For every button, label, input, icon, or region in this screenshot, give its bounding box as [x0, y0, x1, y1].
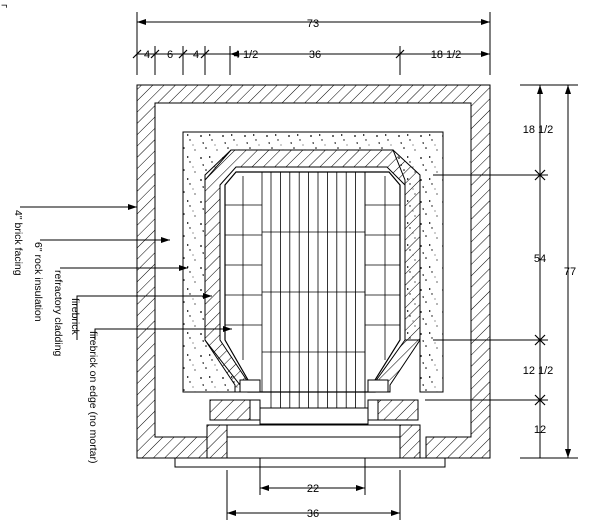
label-brick-facing: 4" brick facing: [12, 210, 24, 276]
insulation-width-dim: 6: [167, 49, 173, 61]
base-slab: [174, 457, 446, 468]
upper-height-dim: 18 1/2: [523, 124, 554, 136]
overall-width-dim: 73: [307, 18, 319, 30]
overall-height-dim: 77: [564, 266, 576, 278]
floor-outer-dim: 36: [307, 508, 319, 520]
facing-width-dim: 4: [144, 49, 150, 61]
dimension-lines-right: 18 1/2 54 12 1/2 12 77: [425, 84, 578, 459]
corner-mark: ¬: [1, 0, 7, 12]
lower-height-dim: 12 1/2: [523, 365, 554, 377]
base-height-dim: 12: [534, 424, 546, 436]
firebrick-chamber: [224, 171, 401, 408]
floor-inner-dim: 22: [307, 483, 319, 495]
dimension-lines-bottom: 22 36: [226, 458, 401, 520]
dimension-lines-top: 73 4 6 4 4 1/2 36 18 1/2: [132, 12, 491, 75]
label-rock-insulation: 6" rock insulation: [32, 242, 44, 322]
label-firebrick-on-edge: firebrick on edge (no mortar): [87, 331, 99, 463]
floor-blocks: [206, 379, 421, 459]
middle-height-dim: 54: [534, 253, 546, 265]
label-refractory-cladding: refractory cladding: [52, 270, 64, 357]
left-clearance-dim: 4 1/2: [234, 49, 258, 61]
refractory-cladding: [204, 149, 421, 393]
material-labels: 4" brick facing 6" rock insulation refra…: [12, 210, 99, 463]
interior-width-dim: 36: [309, 49, 321, 61]
label-firebrick: firebrick: [69, 298, 81, 336]
leader-lines: [20, 204, 232, 340]
right-clearance-dim: 18 1/2: [431, 49, 462, 61]
lining-width-dim: 4: [193, 49, 199, 61]
